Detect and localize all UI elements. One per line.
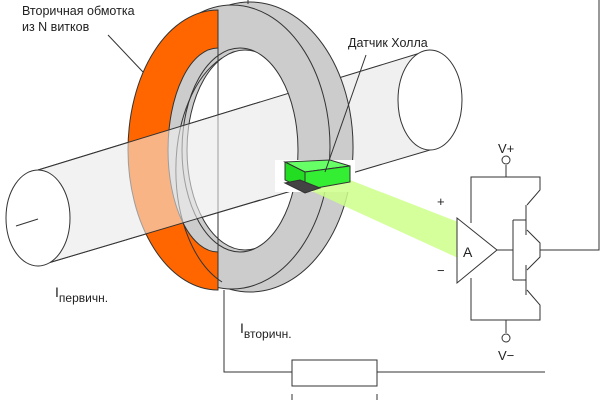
- v-minus-terminal: [501, 333, 511, 343]
- op-amp: [456, 216, 498, 285]
- hall-sensor: [283, 159, 351, 194]
- amplifier-circuit: [223, 0, 600, 400]
- minus-input-label: −: [437, 263, 445, 278]
- primary-conductor-front: [5, 101, 261, 267]
- conductor-left-end: [5, 169, 71, 267]
- v-minus-label: V−: [498, 348, 514, 363]
- primary-current-label: Iпервичн.: [55, 284, 108, 305]
- secondary-current-label: Iвторичн.: [240, 320, 292, 341]
- hall-signal-beam: [305, 180, 458, 258]
- winding-leader-line: [107, 34, 144, 73]
- v-plus-label: V+: [498, 141, 514, 156]
- hall-sensor-label: Датчик Холла: [348, 36, 428, 50]
- v-plus-terminal: [501, 155, 511, 165]
- winding-label-line2: из N витков: [22, 20, 90, 34]
- shunt-resistor: [291, 359, 378, 387]
- conductor-right-end: [397, 49, 463, 151]
- hall-leader-line: [324, 54, 367, 173]
- current-direction-mark: [15, 218, 39, 227]
- winding-label-line1: Вторичная обмотка: [22, 4, 135, 18]
- amp-label: A: [463, 244, 473, 260]
- plus-input-label: +: [437, 194, 445, 209]
